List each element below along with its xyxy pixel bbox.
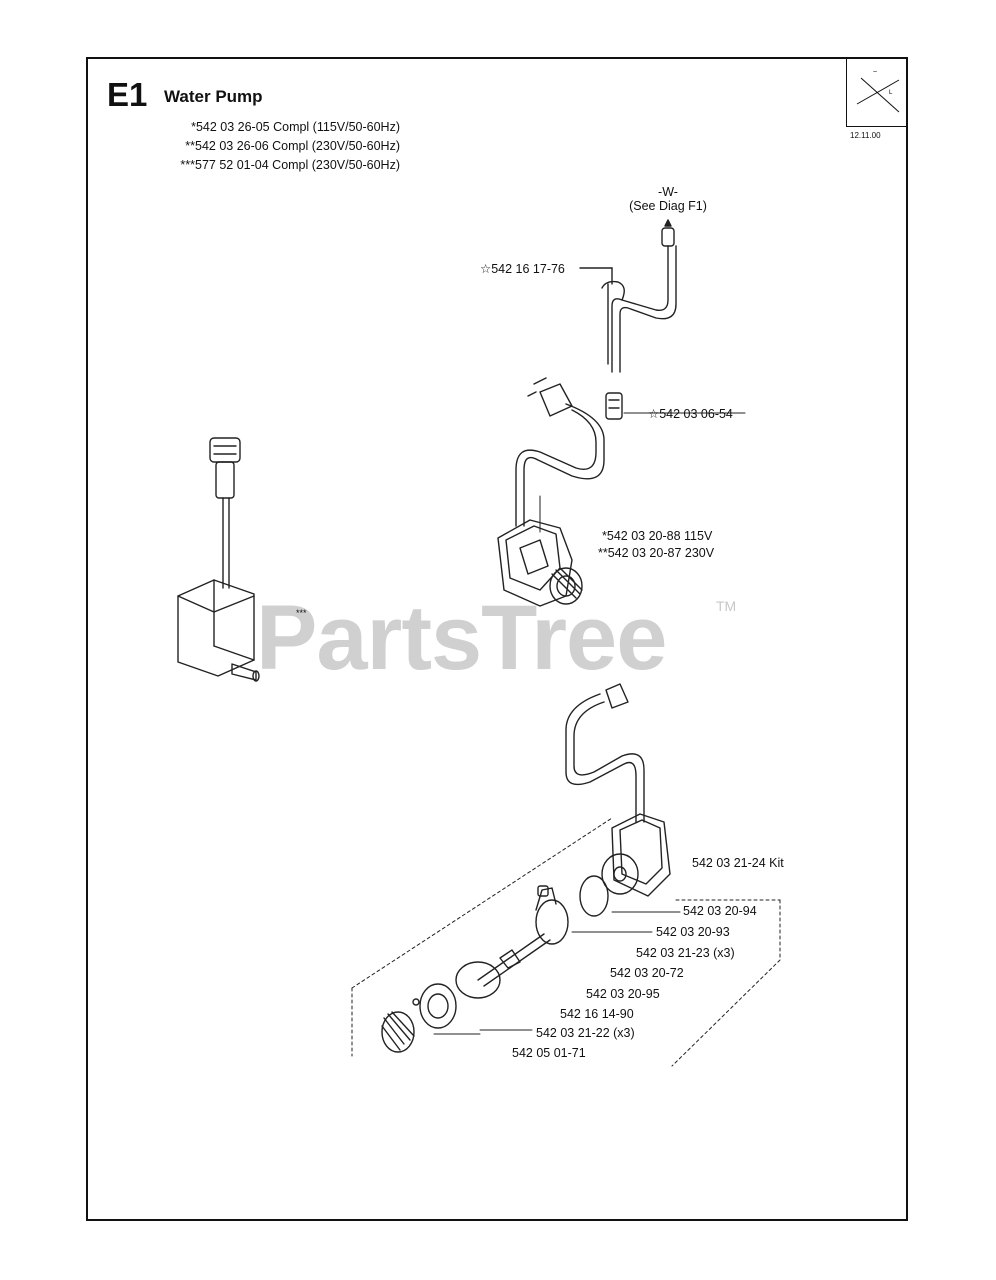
filter-screen-part [381, 1011, 415, 1053]
label-hose: ☆542 16 17-76 [480, 262, 565, 276]
label-pump-230: **542 03 20-87 230V [598, 546, 715, 560]
watermark-tm: TM [716, 598, 737, 614]
watermark-text: PartsTree [256, 587, 667, 689]
impeller-part [419, 983, 457, 1029]
label-submersible: *** [296, 608, 307, 618]
o-ring-part [455, 961, 501, 999]
power-cord-2 [565, 683, 645, 823]
kit-boundary [351, 817, 781, 1067]
pump-motor-kit [601, 813, 671, 897]
pump-motor-1 [497, 519, 583, 607]
assembly-submersible: ***577 52 01-04 Compl (230V/50-60Hz) [180, 158, 400, 172]
label-p7: 542 03 21-22 (x3) [536, 1026, 635, 1040]
exploded-parts [381, 875, 609, 1053]
label-p1: 542 03 20-94 [683, 904, 757, 918]
corner-symbol-icon: ~ L [856, 69, 900, 113]
assembly-230v: **542 03 26-06 Compl (230V/50-60Hz) [185, 139, 400, 153]
leader-lines [433, 412, 746, 1035]
label-kit: 542 03 21-24 Kit [692, 856, 784, 870]
revision-date: 12.11.00 [850, 131, 881, 140]
label-pump-115: *542 03 20-88 115V [602, 529, 713, 543]
assembly-list: *542 03 26-05 Compl (115V/50-60Hz) **542… [180, 118, 400, 175]
label-p6: 542 16 14-90 [560, 1007, 634, 1021]
svg-text:L: L [889, 90, 893, 96]
submersible-pump [177, 437, 260, 682]
label-p5: 542 03 20-95 [586, 987, 660, 1001]
label-p3: 542 03 21-23 (x3) [636, 946, 735, 960]
svg-text:~: ~ [873, 69, 877, 76]
w-arrow-head [664, 219, 672, 227]
label-w-ref: -W- (See Diag F1) [629, 185, 707, 213]
impeller-housing-part [535, 899, 569, 945]
power-cord-1 [515, 377, 605, 527]
label-p8: 542 05 01-71 [512, 1046, 586, 1060]
label-nipple: ☆542 03 06-54 [648, 407, 733, 421]
assembly-115v: *542 03 26-05 Compl (115V/50-60Hz) [191, 120, 400, 134]
label-p4: 542 03 20-72 [610, 966, 684, 980]
section-code: E1 [107, 76, 148, 113]
label-p2: 542 03 20-93 [656, 925, 730, 939]
corner-symbol: ~ L [846, 58, 907, 127]
diagram-frame [86, 57, 908, 1221]
section-title: Water Pump [164, 87, 263, 106]
nipple-part [605, 392, 623, 420]
hose-part [579, 227, 677, 373]
gasket-part [579, 875, 609, 917]
